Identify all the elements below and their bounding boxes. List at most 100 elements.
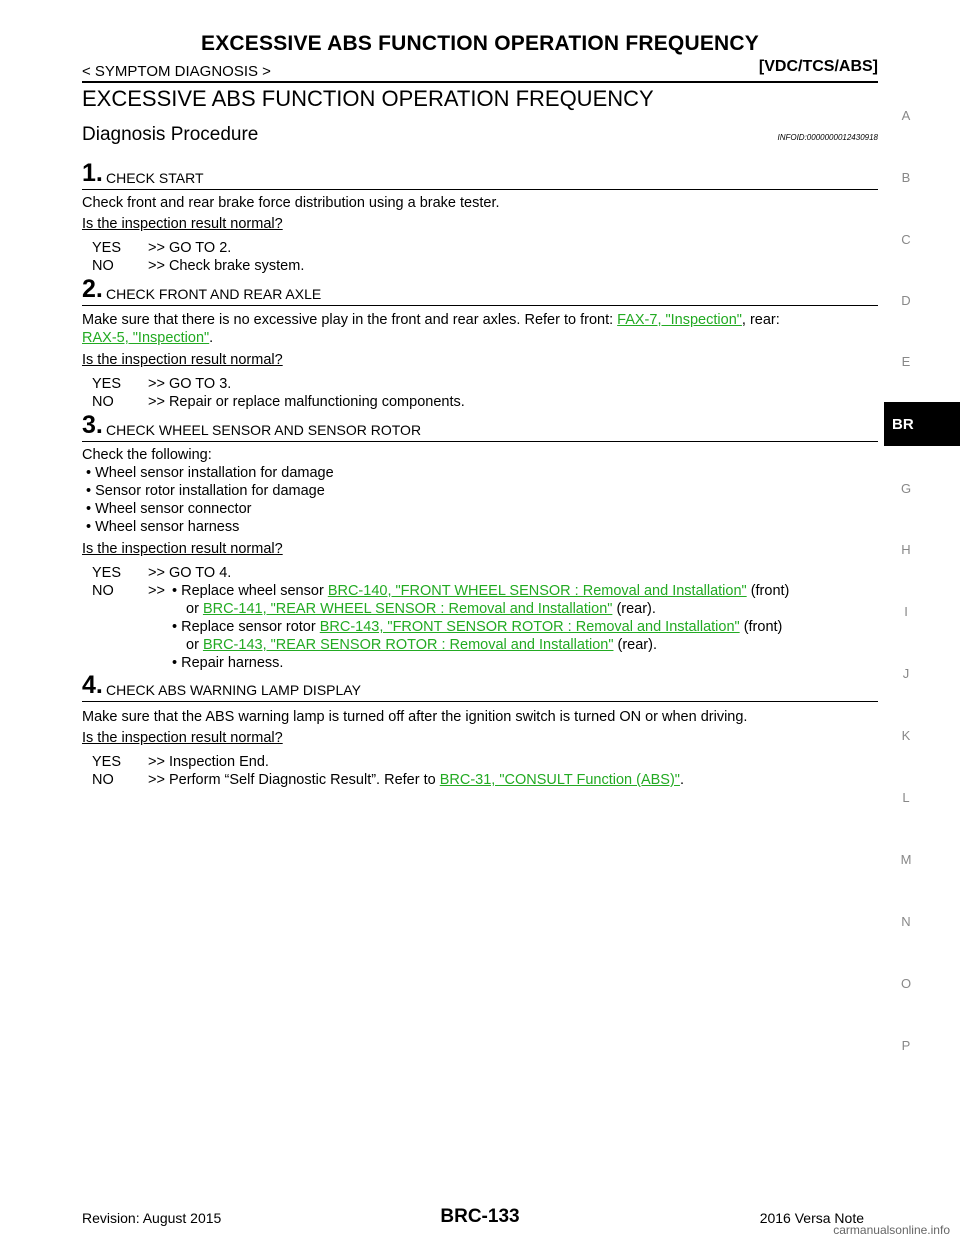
no-item-text: • Replace wheel sensor — [172, 583, 324, 599]
header-divider — [82, 81, 878, 83]
side-index-n[interactable]: N — [901, 914, 911, 929]
step-2-heading: 2. CHECK FRONT AND REAR AXLE — [82, 275, 878, 306]
no-item-replace-rotor-front: • Replace sensor rotor BRC-143, "FRONT S… — [172, 618, 782, 636]
side-index-k[interactable]: K — [901, 728, 911, 743]
consult-function-link[interactable]: BRC-31, "CONSULT Function (ABS)" — [439, 772, 680, 788]
procedure-heading-row: Diagnosis Procedure INFOID:0000000012430… — [82, 124, 878, 148]
breadcrumb: < SYMPTOM DIAGNOSIS > — [82, 63, 271, 80]
yes-key: YES — [92, 376, 122, 392]
step-number: 2. — [82, 275, 103, 303]
list-item: • Wheel sensor installation for damage — [86, 465, 334, 481]
yes-text: >> GO TO 2. — [148, 240, 232, 256]
side-index-b[interactable]: B — [901, 170, 911, 185]
yes-answer: YES >> GO TO 4. — [92, 564, 231, 582]
inspection-question: Is the inspection result normal? — [82, 730, 283, 746]
side-index-a[interactable]: A — [901, 108, 911, 123]
yes-text: >> GO TO 4. — [148, 565, 232, 581]
step-2-text-pre: Make sure that there is no excessive pla… — [82, 312, 618, 328]
no-key: NO — [92, 258, 114, 274]
section-tab-label: BR — [892, 416, 914, 433]
step-1-text: Check front and rear brake force distrib… — [82, 195, 500, 211]
no-text: >> Perform “Self Diagnostic Result”. Ref… — [148, 772, 436, 788]
system-label: [VDC/TCS/ABS] — [758, 58, 878, 75]
no-arrow: >> — [148, 583, 165, 599]
revision-date: Revision: August 2015 — [82, 1210, 222, 1226]
fax-inspection-link[interactable]: FAX-7, "Inspection" — [617, 312, 742, 328]
no-key: NO — [92, 394, 114, 410]
side-index-h[interactable]: H — [901, 542, 911, 557]
step-label: CHECK ABS WARNING LAMP DISPLAY — [106, 682, 361, 698]
no-item-text: or — [186, 637, 199, 653]
step-2-text: Make sure that there is no excessive pla… — [82, 311, 878, 347]
step-label: CHECK WHEEL SENSOR AND SENSOR ROTOR — [106, 422, 422, 438]
no-text: >> Check brake system. — [148, 258, 305, 274]
step-2-text-mid: , rear: — [741, 312, 780, 328]
no-item-text: or — [186, 601, 199, 617]
side-index-m[interactable]: M — [900, 852, 912, 867]
inspection-question: Is the inspection result normal? — [82, 541, 283, 557]
no-key: NO — [92, 583, 114, 599]
page-title: EXCESSIVE ABS FUNCTION OPERATION FREQUEN… — [82, 86, 654, 111]
yes-answer: YES >> Inspection End. — [92, 753, 269, 771]
yes-key: YES — [92, 240, 122, 256]
side-index-j[interactable]: J — [902, 666, 910, 681]
step-number: 3. — [82, 411, 103, 439]
no-item-repair-harness: • Repair harness. — [172, 655, 284, 671]
yes-text: >> GO TO 3. — [148, 376, 232, 392]
no-answer: NO >> Perform “Self Diagnostic Result”. R… — [92, 771, 684, 789]
yes-key: YES — [92, 565, 122, 581]
side-index-d[interactable]: D — [901, 293, 911, 308]
no-text-post: . — [679, 772, 684, 788]
no-item-text: • Replace sensor rotor — [172, 619, 316, 635]
page-number: BRC-133 — [440, 1206, 520, 1227]
side-index-o[interactable]: O — [900, 976, 912, 991]
yes-key: YES — [92, 754, 122, 770]
no-answer: NO >> — [92, 582, 165, 600]
yes-answer: YES >> GO TO 2. — [92, 239, 231, 257]
step-label: CHECK FRONT AND REAR AXLE — [106, 286, 322, 302]
no-item-replace-wheel-sensor-front: • Replace wheel sensor BRC-140, "FRONT W… — [172, 582, 789, 600]
inspection-question: Is the inspection result normal? — [82, 352, 283, 368]
step-number: 4. — [82, 671, 103, 699]
procedure-title: Diagnosis Procedure — [82, 124, 259, 145]
side-index-i[interactable]: I — [904, 604, 908, 619]
section-tab[interactable] — [884, 402, 960, 446]
side-index-c[interactable]: C — [901, 232, 911, 247]
step-4-heading: 4. CHECK ABS WARNING LAMP DISPLAY — [82, 671, 878, 702]
no-item-suffix: (front) — [750, 583, 790, 599]
no-answer: NO >> Check brake system. — [92, 257, 304, 275]
list-item: • Wheel sensor connector — [86, 501, 252, 517]
front-wheel-sensor-link[interactable]: BRC-140, "FRONT WHEEL SENSOR : Removal a… — [327, 583, 747, 599]
side-index-g[interactable]: G — [900, 481, 912, 496]
watermark: carmanualsonline.info — [833, 1223, 950, 1237]
side-index-p[interactable]: P — [901, 1038, 911, 1053]
step-1-heading: 1. CHECK START — [82, 159, 878, 190]
no-text: >> Repair or replace malfunctioning comp… — [148, 394, 465, 410]
no-key: NO — [92, 772, 114, 788]
list-item: • Sensor rotor installation for damage — [86, 483, 325, 499]
yes-answer: YES >> GO TO 3. — [92, 375, 231, 393]
front-sensor-rotor-link[interactable]: BRC-143, "FRONT SENSOR ROTOR : Removal a… — [319, 619, 740, 635]
yes-text: >> Inspection End. — [148, 754, 269, 770]
step-3-heading: 3. CHECK WHEEL SENSOR AND SENSOR ROTOR — [82, 411, 878, 442]
no-answer: NO >> Repair or replace malfunctioning co… — [92, 393, 465, 411]
no-item-suffix: (rear). — [617, 637, 657, 653]
rax-inspection-link[interactable]: RAX-5, "Inspection" — [82, 330, 210, 346]
no-item-replace-wheel-sensor-rear: or BRC-141, "REAR WHEEL SENSOR : Removal… — [186, 600, 656, 618]
step-number: 1. — [82, 159, 103, 187]
side-index-l[interactable]: L — [902, 790, 910, 805]
list-item: • Wheel sensor harness — [86, 519, 240, 535]
step-3-intro: Check the following: — [82, 447, 212, 463]
page-header-title: EXCESSIVE ABS FUNCTION OPERATION FREQUEN… — [201, 32, 759, 55]
no-item-replace-rotor-rear: or BRC-143, "REAR SENSOR ROTOR : Removal… — [186, 636, 657, 654]
rear-sensor-rotor-link[interactable]: BRC-143, "REAR SENSOR ROTOR : Removal an… — [202, 637, 614, 653]
no-item-suffix: (rear). — [616, 601, 656, 617]
rear-wheel-sensor-link[interactable]: BRC-141, "REAR WHEEL SENSOR : Removal an… — [202, 601, 613, 617]
vehicle-model: 2016 Versa Note — [759, 1210, 864, 1226]
step-label: CHECK START — [106, 170, 204, 186]
step-2-text-post: . — [209, 330, 214, 346]
side-index-e[interactable]: E — [901, 354, 911, 369]
info-id: INFOID:0000000012430918 — [777, 133, 878, 142]
no-item-suffix: (front) — [743, 619, 783, 635]
step-4-text: Make sure that the ABS warning lamp is t… — [82, 709, 748, 725]
